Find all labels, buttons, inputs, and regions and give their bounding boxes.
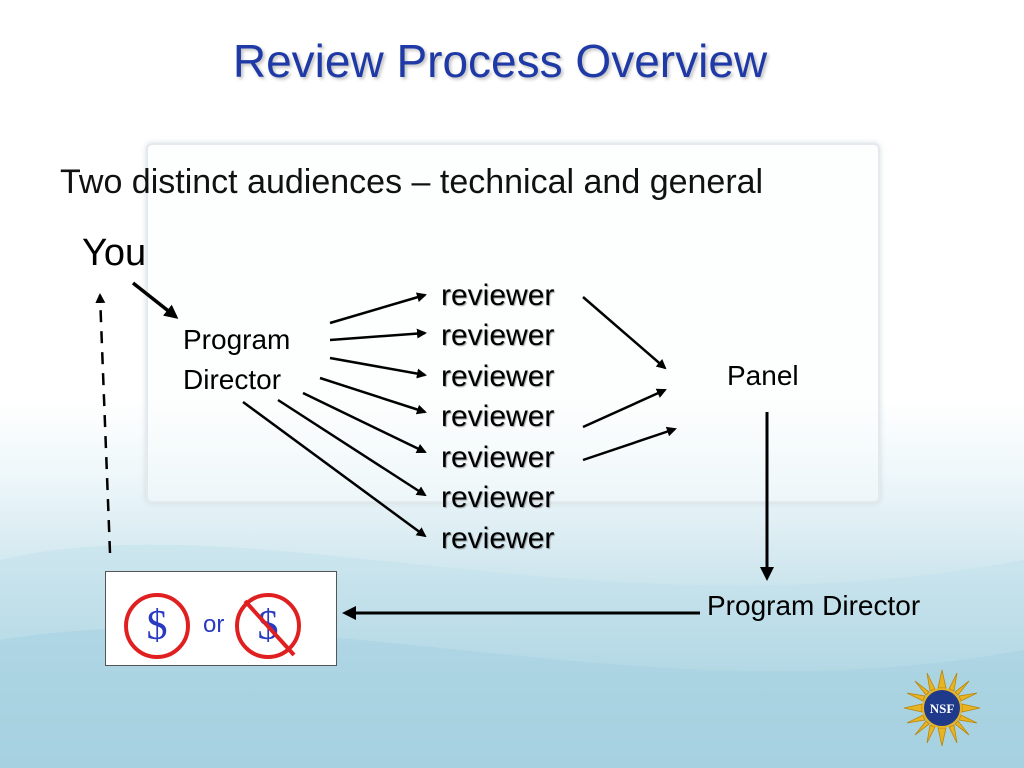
reviewer-6: reviewer <box>441 481 555 514</box>
program-director-decision-node: Program Director <box>707 590 921 621</box>
arrow-reviewer-to-panel-1 <box>582 296 667 370</box>
or-text: or <box>203 611 225 638</box>
arrow-you-to-program-director <box>131 281 179 319</box>
program-director-line-1: Program <box>183 324 291 355</box>
reviewer-5: reviewer <box>441 441 555 474</box>
reviewer-1: reviewer <box>441 279 555 312</box>
arrow-pd-to-reviewer-6 <box>277 398 427 497</box>
program-director-node: Program Director <box>183 320 290 400</box>
you-label: You <box>82 232 147 274</box>
program-director-line-2: Director <box>183 364 282 395</box>
reviewer-7: reviewer <box>441 522 555 555</box>
slide-subtitle: Two distinct audiences – technical and g… <box>60 163 764 201</box>
reviewer-3: reviewer <box>441 360 555 393</box>
panel-node: Panel <box>727 360 799 391</box>
arrow-reviewer-to-panel-2 <box>582 388 667 429</box>
nsf-logo-text: NSF <box>930 701 955 716</box>
slide-title: Review Process Overview <box>232 35 768 87</box>
funded-dollar-icon: $ <box>124 593 190 659</box>
arrow-pd-to-reviewer-7 <box>242 400 427 538</box>
reviewer-4: reviewer <box>441 400 555 433</box>
nsf-logo-icon: NSF <box>903 669 981 747</box>
reviewer-2: reviewer <box>441 319 555 352</box>
arrow-pd-to-reviewer-3 <box>329 356 427 379</box>
arrow-pd-to-reviewer-1 <box>329 292 427 325</box>
arrow-pd-to-reviewer-2 <box>329 328 427 342</box>
arrow-outcome-to-you-dashed <box>95 293 112 554</box>
arrow-pd-to-reviewer-4 <box>319 376 427 415</box>
arrow-pd-to-reviewer-5 <box>302 391 427 454</box>
background-frame <box>146 143 880 503</box>
arrow-reviewer-to-panel-3 <box>582 426 677 462</box>
